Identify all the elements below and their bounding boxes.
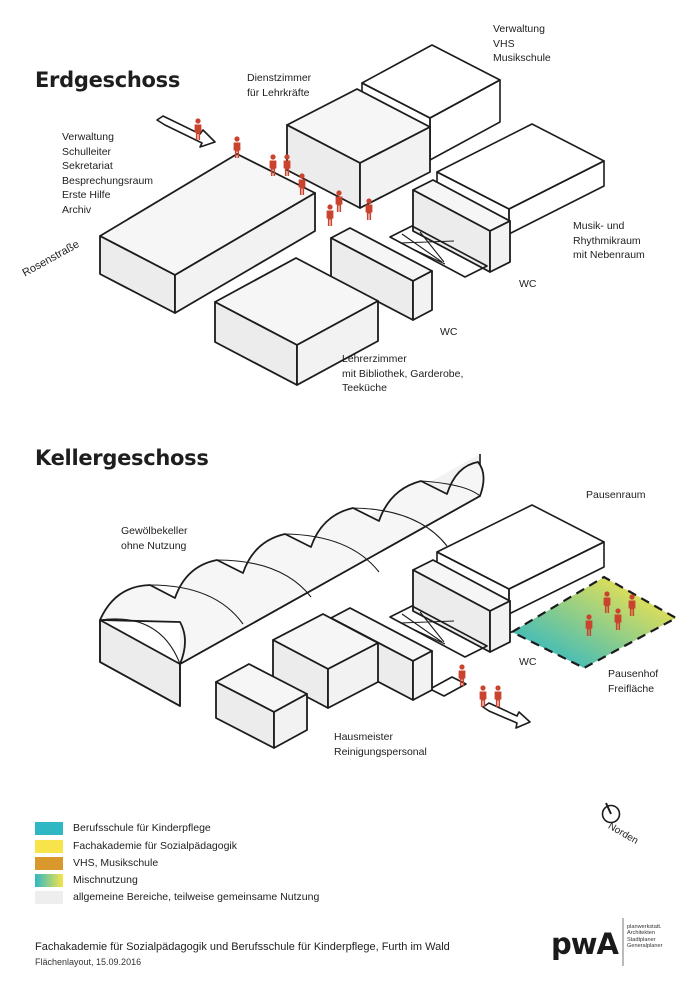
pwa-logo: pwA xyxy=(551,927,619,961)
legend-label: Mischnutzung xyxy=(73,874,138,886)
label-gewoelbekeller: Gewölbekeller ohne Nutzung xyxy=(121,525,188,552)
exit-arrow-lower xyxy=(482,702,531,729)
legend-label: Berufsschule für Kinderpflege xyxy=(73,822,211,834)
label-lehrerzimmer: Lehrerzimmer mit Bibliothek, Garderobe, … xyxy=(342,353,464,394)
verwaltung-block xyxy=(99,153,316,314)
reinigung-block xyxy=(215,663,308,749)
label-dienstzimmer: Dienstzimmer für Lehrkräfte xyxy=(247,72,312,99)
footer-subtitle: Flächenlayout, 15.09.2016 xyxy=(35,957,142,967)
wc-block-lower xyxy=(412,559,511,653)
legend-swatch-vhs xyxy=(35,857,63,870)
legend-swatch-berufsschule xyxy=(35,822,63,835)
legend-swatch-mischnutzung xyxy=(35,874,63,887)
heading-kellergeschoss: Kellergeschoss xyxy=(35,446,209,470)
lehrerzimmer-block xyxy=(214,257,379,386)
label-wc-lower: WC xyxy=(519,656,537,668)
hausmeister-block xyxy=(272,613,379,709)
logo-company-lines: planwerkstatt. Architekten Stadtplaner G… xyxy=(627,924,663,950)
label-hausmeister: Hausmeister Reinigungspersonal xyxy=(334,731,427,758)
dienstzimmer-block xyxy=(286,88,431,209)
label-wc-right: WC xyxy=(519,278,537,290)
wc-block-upper xyxy=(412,179,511,273)
stair-lower xyxy=(389,605,488,697)
legend-swatch-allgemein xyxy=(35,891,63,904)
label-verwaltung-vhs: Verwaltung VHS Musikschule xyxy=(493,23,551,64)
footer-title: Fachakademie für Sozialpädagogik und Ber… xyxy=(35,941,450,953)
legend-label: VHS, Musikschule xyxy=(73,857,159,869)
small-block-upper xyxy=(330,227,433,321)
entrance-arrow-upper xyxy=(156,115,216,148)
label-wc-center: WC xyxy=(440,326,458,338)
legend-label: allgemeine Bereiche, teilweise gemeinsam… xyxy=(73,891,320,903)
north-compass xyxy=(601,802,621,824)
legend-swatch-fachakademie xyxy=(35,840,63,853)
label-musik: Musik- und Rhythmikraum mit Nebenraum xyxy=(573,220,645,261)
label-pausenhof: Pausenhof Freifläche xyxy=(608,668,659,695)
legend-label: Fachakademie für Sozialpädagogik xyxy=(73,840,238,852)
pausenhof-area xyxy=(509,575,679,670)
label-verwaltung-schule: Verwaltung Schulleiter Sekretariat Bespr… xyxy=(62,131,154,216)
heading-erdgeschoss: Erdgeschoss xyxy=(35,68,181,92)
gewoelbekeller-block xyxy=(99,454,485,707)
stair-upper xyxy=(389,225,488,278)
label-pausenraum: Pausenraum xyxy=(586,489,646,501)
